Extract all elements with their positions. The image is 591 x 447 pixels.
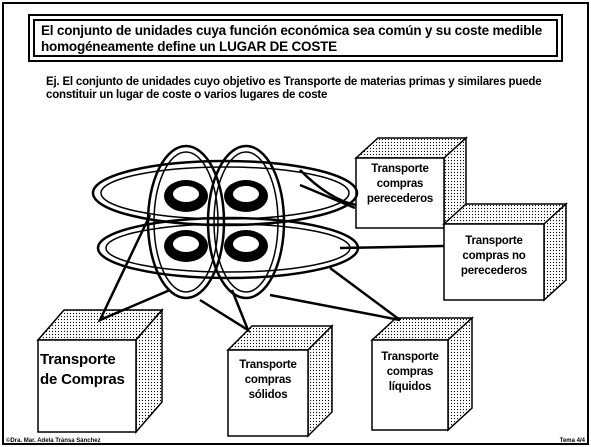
title-banner: El conjunto de unidades cuya función eco… (28, 14, 563, 62)
slide-title: El conjunto de unidades cuya función eco… (33, 19, 558, 57)
unit-disc (164, 230, 208, 262)
label-no-perecederos: Transporte compras no perecederos (460, 235, 528, 277)
cube-compras (36, 307, 164, 435)
unit-disc (224, 180, 268, 212)
connector-lines (97, 169, 445, 334)
unit-disc (164, 180, 208, 212)
example-text: Ej. El conjunto de unidades cuyo objetiv… (46, 76, 542, 101)
cube-liquidos (370, 316, 474, 432)
unit-discs (164, 180, 268, 262)
cube-perecederos (354, 136, 468, 230)
label-liquidos: Transporte compras líquidos (381, 351, 439, 393)
label-compras: Transporte de Compras (40, 351, 125, 388)
footer-author: ©Dra. Mar. Adela Tránsa Sánchez (6, 438, 101, 444)
unit-disc (224, 230, 268, 262)
label-perecederos: Transporte compras perecederos (366, 163, 434, 205)
label-solidos: Transporte compras sólidos (239, 359, 297, 401)
units-group (91, 144, 360, 300)
cube-no-perecederos (442, 202, 568, 302)
cube-solidos (226, 324, 334, 438)
footer-page: Tema 4/4 (559, 438, 585, 444)
